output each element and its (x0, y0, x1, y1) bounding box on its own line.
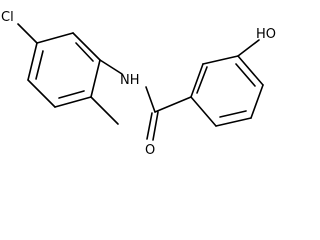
bond-ring1-3 (90, 59, 101, 98)
chemical-structure: Cl NH O HO (1, 10, 276, 155)
bond-ring2-5-inner (219, 110, 247, 118)
bond-ring2-2 (202, 55, 239, 65)
bond-c-oh (237, 39, 260, 57)
bond-ring2-4 (250, 84, 264, 119)
bond-ring2-6 (190, 96, 217, 127)
bond-ring2-1 (190, 63, 204, 98)
bond-ring2-3-inner (235, 63, 256, 87)
bond-methyl (90, 96, 119, 125)
atom-label-nh: NH (120, 73, 140, 88)
atom-label-cl: Cl (1, 10, 14, 25)
bond-ring2-3 (237, 55, 264, 86)
bond-ring1-5 (27, 79, 56, 108)
bond-ring2-1-inner (196, 66, 208, 94)
bond-ring1-4 (54, 96, 92, 108)
bonds (17, 23, 264, 141)
bond-ring1-4-inner (58, 90, 85, 99)
atom-label-o: O (145, 143, 155, 155)
bond-ring1-1 (36, 32, 74, 44)
bond-carbonyl-1 (146, 112, 153, 140)
bond-n-c (145, 86, 156, 113)
bond-ring2-5 (215, 117, 252, 127)
bond-cl-c (17, 23, 38, 44)
bond-ring1-6-inner (35, 50, 44, 80)
atom-labels: Cl NH O HO (1, 10, 276, 155)
bond-c-ring2 (154, 96, 192, 113)
bond-ring1-2 (72, 32, 101, 61)
bond-ring1-2-inner (75, 42, 94, 62)
atom-label-oh: HO (256, 27, 276, 42)
bond-ring1-6 (27, 42, 38, 81)
bond-carbonyl-2 (152, 111, 159, 141)
bond-c-n (99, 59, 123, 75)
